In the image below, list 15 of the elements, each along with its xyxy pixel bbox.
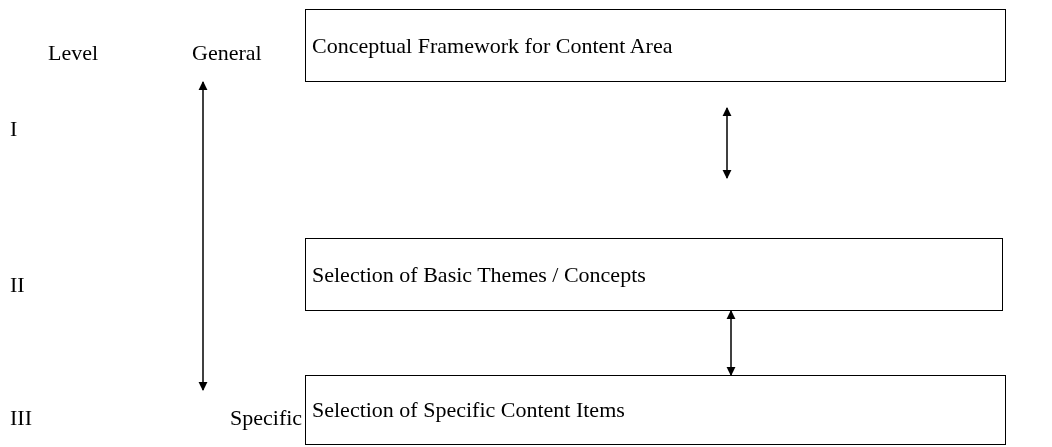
- box-text: Selection of Basic Themes / Concepts: [312, 261, 646, 288]
- level-label: General: [192, 40, 262, 65]
- box-text: Conceptual Framework for Content Area: [312, 32, 673, 59]
- process-box: [305, 9, 1006, 82]
- level-numeral: II: [10, 272, 25, 298]
- process-box: [305, 375, 1006, 445]
- level-numeral: I: [10, 116, 18, 142]
- level-numeral: III: [10, 405, 32, 431]
- level-label: Specific: [230, 405, 303, 430]
- column-heading: Level: [48, 40, 99, 66]
- double-arrow: [726, 310, 736, 376]
- double-arrow: [722, 107, 732, 179]
- process-box: [305, 238, 1003, 311]
- double-arrow: [198, 81, 208, 391]
- box-text: Selection of Specific Content Items: [312, 397, 625, 423]
